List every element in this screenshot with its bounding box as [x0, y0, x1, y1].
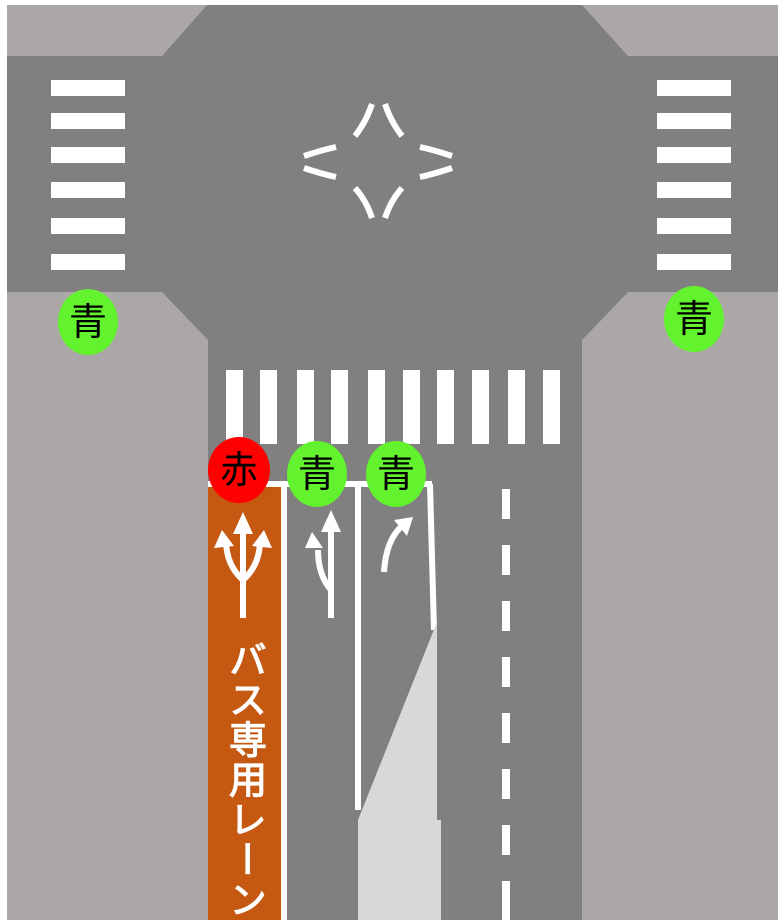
left-crosswalk-signal: 青 — [58, 289, 118, 355]
right-turn-lane-signal: 青 — [366, 441, 426, 507]
left-straight-right-arrow-icon — [214, 512, 272, 618]
signal-label: 青 — [297, 452, 336, 496]
left-crosswalk — [51, 80, 125, 270]
bus-lane-signal: 赤 — [208, 437, 270, 503]
traffic-island — [358, 622, 437, 920]
bottom-crosswalk — [226, 370, 560, 444]
through-lane-signal: 青 — [287, 441, 347, 507]
bus-lane-label: バス専用レーン — [222, 640, 267, 920]
signal-label: 青 — [674, 297, 713, 341]
right-crosswalk — [657, 80, 731, 270]
right-crosswalk-signal: 青 — [664, 286, 724, 352]
right-turn-arrow-icon — [381, 517, 413, 573]
signal-label: 青 — [376, 452, 415, 496]
signal-label: 青 — [68, 300, 107, 344]
center-dashed-line — [502, 489, 510, 920]
lane-dividers — [281, 484, 437, 920]
center-guide-marks — [303, 103, 453, 219]
straight-left-arrow-icon — [305, 510, 341, 618]
signal-label: 赤 — [219, 448, 258, 492]
island-edge — [437, 820, 441, 920]
